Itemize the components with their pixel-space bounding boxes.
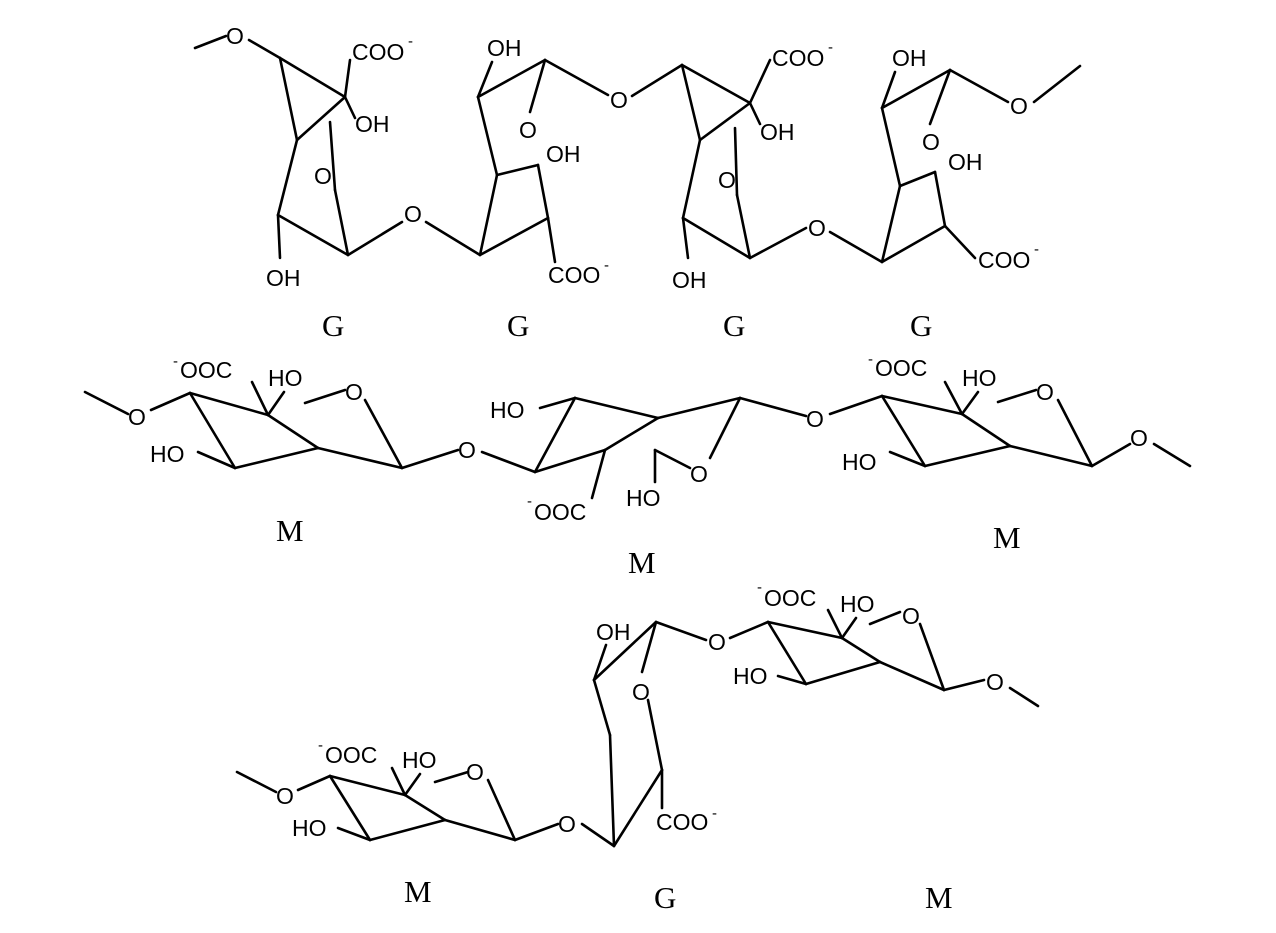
linkage-oxygen: O (1130, 425, 1148, 451)
charge-label: - (604, 257, 609, 274)
linkage-oxygen: O (404, 201, 422, 227)
hydroxyl-label: OH (546, 141, 581, 167)
hydroxyl-label: OH (948, 149, 983, 175)
hydroxyl-label: OH (596, 619, 631, 645)
hydroxyl-label: OH (266, 265, 301, 291)
hydroxyl-label: OH (487, 35, 522, 61)
hydroxyl-label: HO (268, 365, 303, 391)
linkage-oxygen: O (276, 783, 294, 809)
unit-label: G (723, 308, 745, 343)
charge-label: - (408, 33, 413, 50)
ring-oxygen: O (718, 167, 736, 193)
charge-label: - (173, 353, 178, 370)
ring-oxygen: O (519, 117, 537, 143)
linkage-oxygen: O (226, 23, 244, 49)
unit-label: G (322, 308, 344, 343)
row-2-polymannuronate: O - OOC HO O HO O (83, 351, 1192, 580)
linkage-oxygen: O (808, 215, 826, 241)
charge-label: - (1034, 241, 1039, 258)
ring-oxygen: O (922, 129, 940, 155)
ring-oxygen: O (466, 759, 484, 785)
unit-label: G (910, 308, 932, 343)
hydroxyl-label: HO (150, 441, 185, 467)
m-unit-2-ring: HO O - OOC HO (490, 396, 808, 525)
g-unit-2-ring: OH O OH COO - (476, 35, 610, 288)
g-unit-3-ring: COO - OH O OH (672, 39, 833, 293)
ring-oxygen: O (902, 603, 920, 629)
ring-oxygen: O (632, 679, 650, 705)
linkage-oxygen: O (558, 811, 576, 837)
hydroxyl-label: HO (840, 591, 875, 617)
m-unit-3-ring: - OOC HO O HO (842, 351, 1132, 475)
linkage-oxygen: O (128, 404, 146, 430)
row-3-mixed-block: O - OOC HO O HO O (235, 579, 1040, 915)
m-unit-1-ring: - OOC HO O HO (150, 353, 460, 470)
unit-label: M (628, 545, 656, 580)
carboxylate-label: COO (772, 45, 824, 71)
unit-label: M (993, 520, 1021, 555)
unit-label: M (925, 880, 953, 915)
row-1-polyguluronate: O COO - OH O OH O (193, 23, 1082, 343)
hydroxyl-label: HO (626, 485, 661, 511)
ring-oxygen: O (1036, 379, 1054, 405)
g-unit-1-ring: COO - OH O OH (266, 33, 413, 291)
hydroxyl-label: HO (962, 365, 997, 391)
hydroxyl-label: HO (733, 663, 768, 689)
hydroxyl-label: OH (672, 267, 707, 293)
carboxylate-label: OOC (764, 585, 816, 611)
hydroxyl-label: HO (842, 449, 877, 475)
carboxylate-label: COO (352, 39, 404, 65)
unit-label: G (507, 308, 529, 343)
charge-label: - (757, 579, 762, 596)
carboxylate-label: OOC (180, 357, 232, 383)
linkage-oxygen: O (610, 87, 628, 113)
linkage-oxygen: O (806, 406, 824, 432)
hydroxyl-label: HO (402, 747, 437, 773)
hydroxyl-label: HO (292, 815, 327, 841)
g-unit-middle-ring: OH O COO - (592, 619, 717, 848)
unit-label: G (654, 880, 676, 915)
linkage-oxygen: O (708, 629, 726, 655)
hydroxyl-label: HO (490, 397, 525, 423)
ring-oxygen: O (690, 461, 708, 487)
hydroxyl-label: OH (760, 119, 795, 145)
hydroxyl-label: OH (892, 45, 927, 71)
charge-label: - (828, 39, 833, 56)
g-unit-4-ring: OH O OH COO - (880, 45, 1039, 273)
carboxylate-label: COO (548, 262, 600, 288)
carboxylate-label: OOC (534, 499, 586, 525)
carboxylate-label: OOC (325, 742, 377, 768)
carboxylate-label: COO (978, 247, 1030, 273)
m-unit-left-ring: - OOC HO O HO (292, 737, 560, 842)
ring-oxygen: O (314, 163, 332, 189)
charge-label: - (318, 737, 323, 754)
unit-label: M (404, 874, 432, 909)
carboxylate-label: OOC (875, 355, 927, 381)
m-unit-right-ring: - OOC HO O HO (733, 579, 986, 692)
unit-label: M (276, 513, 304, 548)
linkage-oxygen: O (986, 669, 1004, 695)
ring-oxygen: O (345, 379, 363, 405)
linkage-oxygen: O (1010, 93, 1028, 119)
linkage-oxygen: O (458, 437, 476, 463)
charge-label: - (527, 493, 532, 510)
charge-label: - (868, 351, 873, 368)
charge-label: - (712, 805, 717, 822)
carboxylate-label: COO (656, 809, 708, 835)
hydroxyl-label: OH (355, 111, 390, 137)
